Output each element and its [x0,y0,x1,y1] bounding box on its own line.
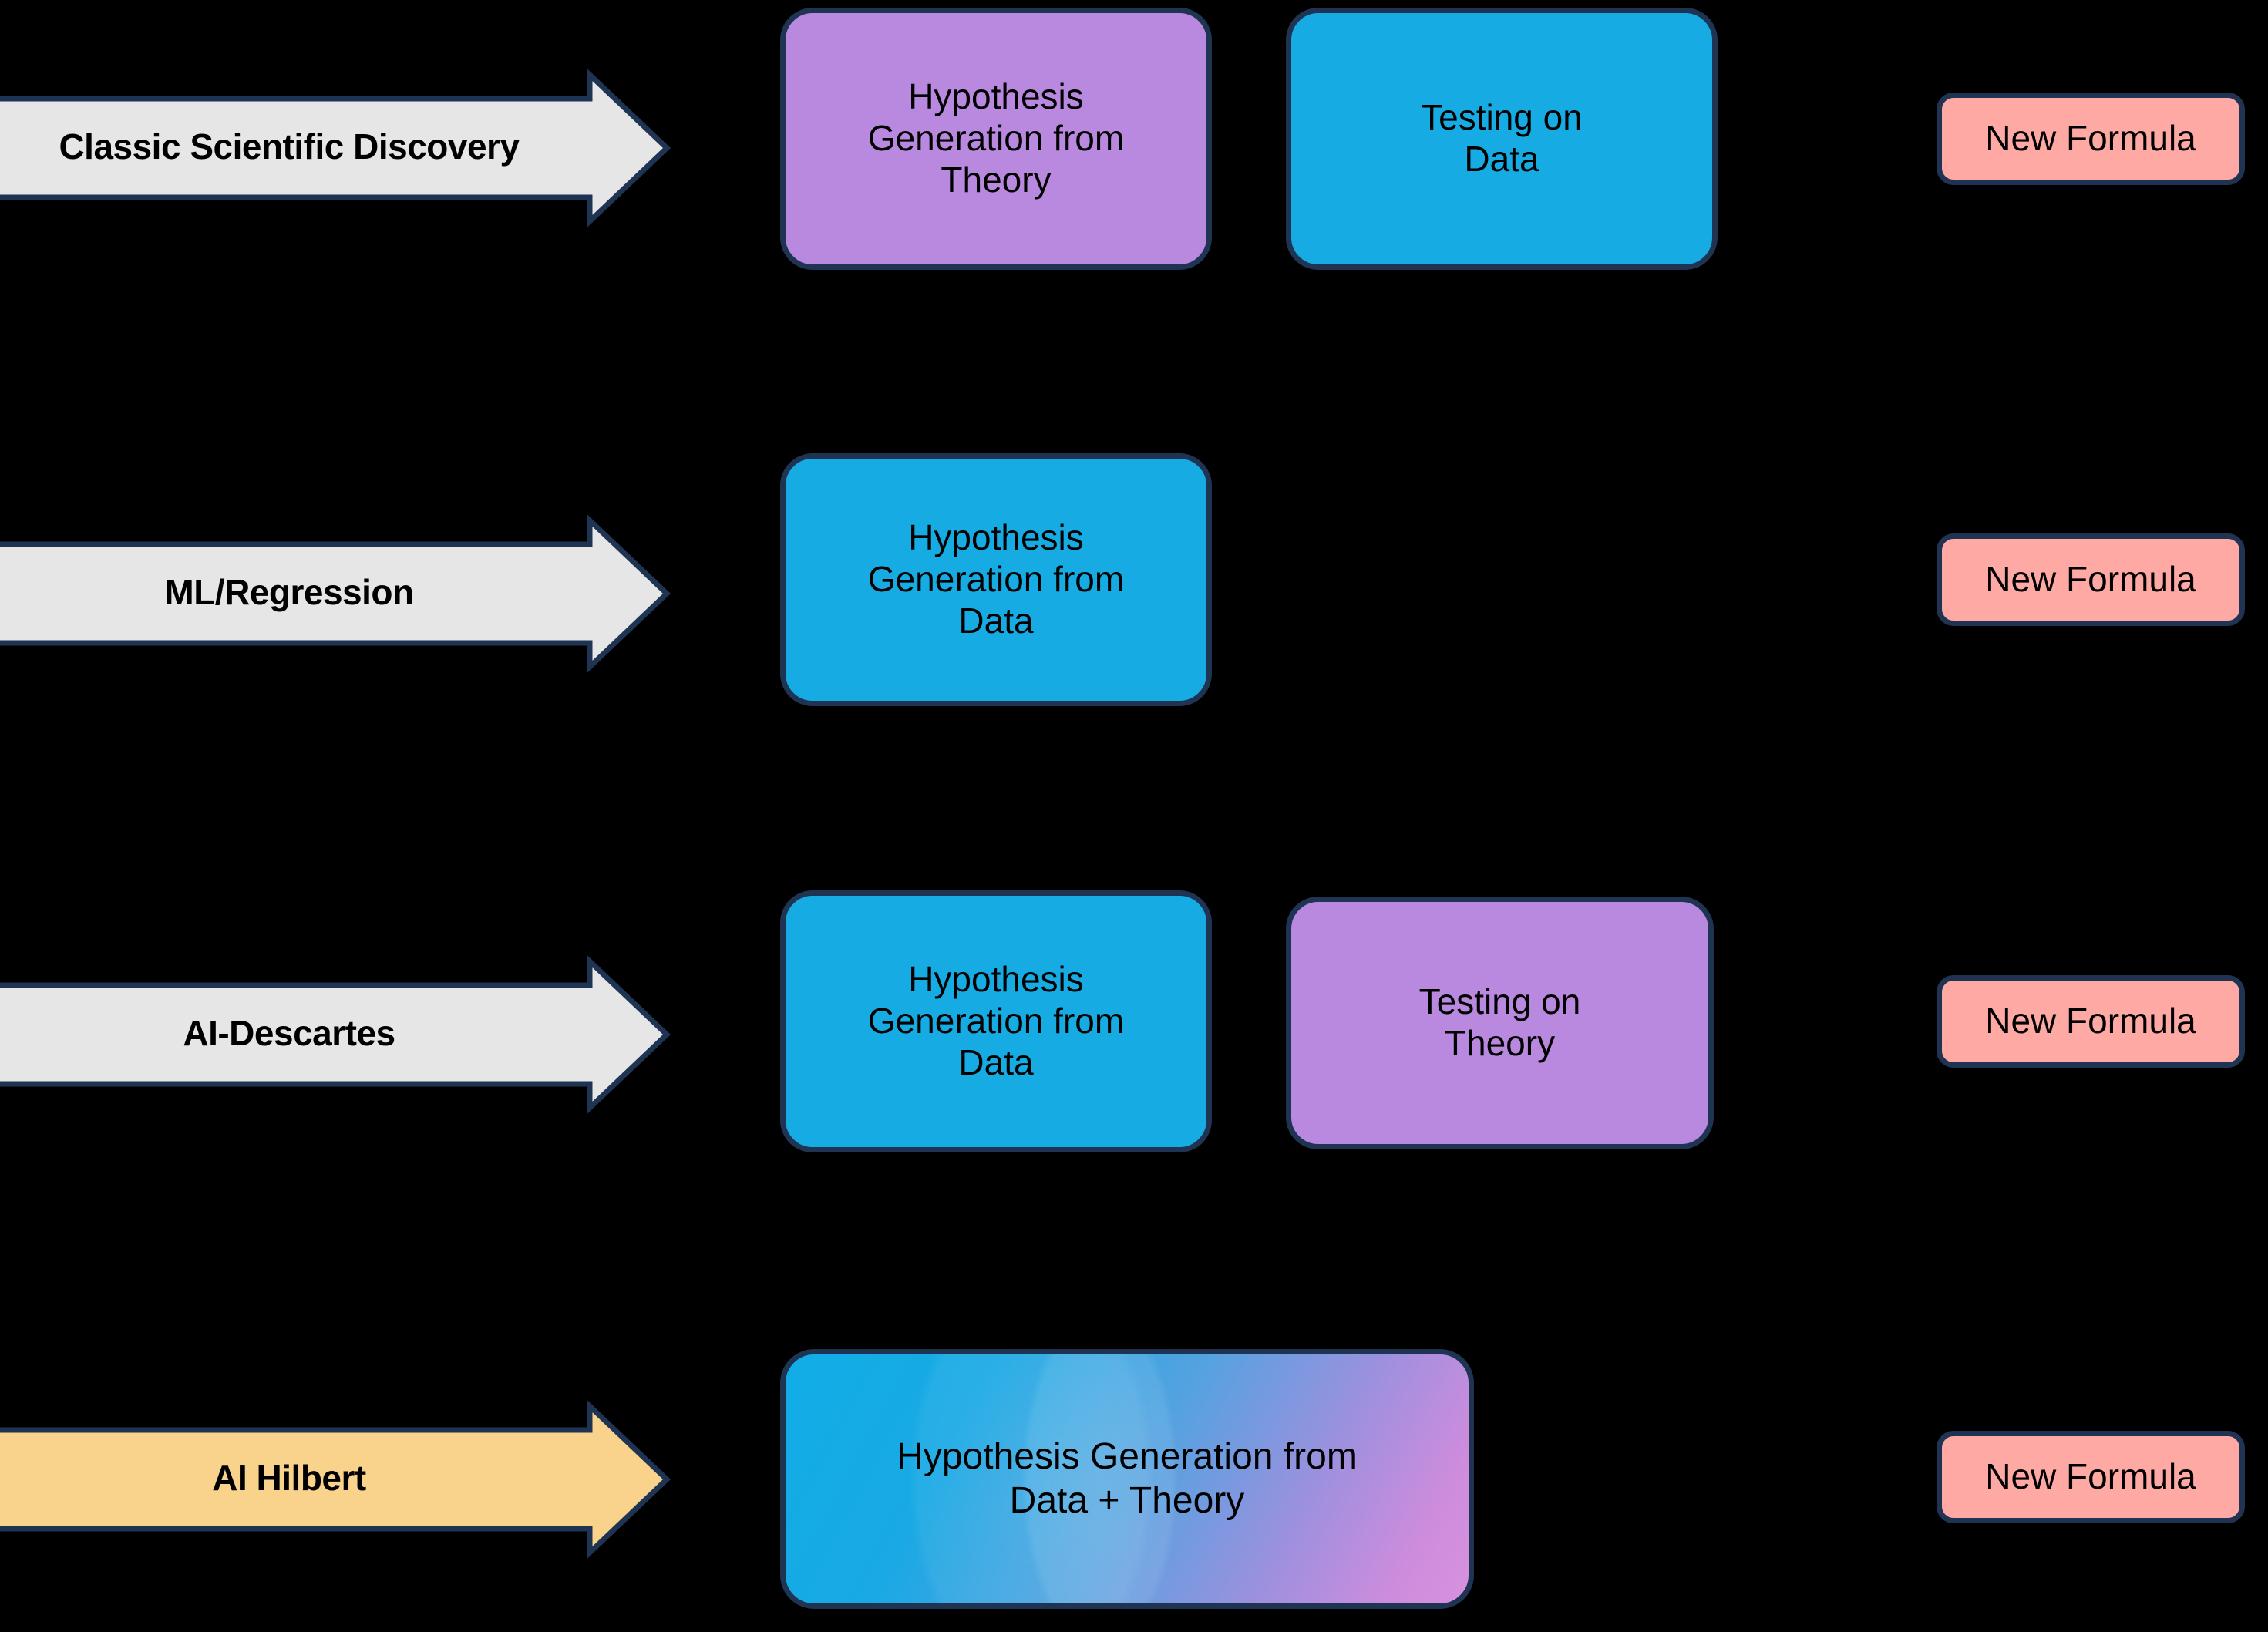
result-box-new-formula-row3: New Formula [1937,975,2245,1068]
result-box-label: New Formula [1985,559,2196,600]
stage-box-hypothesis-generation-from-data-row2: Hypothesis Generation from Data [780,453,1212,706]
stage-box-hypothesis-generation-from-data-and-theory: Hypothesis Generation from Data + Theory [780,1349,1474,1609]
result-box-new-formula-row4: New Formula [1937,1431,2245,1523]
arrow-ai-descartes [0,954,678,1115]
stage-box-label: Hypothesis Generation from Data + Theory [897,1436,1358,1521]
arrow-ai-hilbert [0,1399,678,1560]
stage-box-label: Hypothesis Generation from Data [867,959,1125,1082]
result-box-new-formula-row1: New Formula [1937,93,2245,185]
stage-box-hypothesis-generation-from-data-row3: Hypothesis Generation from Data [780,890,1212,1152]
arrow-label-ai-hilbert: AI Hilbert [212,1458,366,1498]
stage-box-label: Testing on Data [1421,97,1583,179]
stage-box-hypothesis-generation-from-theory: Hypothesis Generation from Theory [780,8,1212,270]
block-arrow-shape [0,513,671,674]
arrow-classic-scientific-discovery [0,68,678,228]
block-arrow-shape [0,68,671,228]
stage-box-label: Hypothesis Generation from Theory [867,76,1125,200]
result-box-new-formula-row2: New Formula [1937,533,2245,626]
result-box-label: New Formula [1985,118,2196,159]
arrow-ml-regression [0,513,678,674]
block-arrow-shape [0,1399,671,1560]
stage-box-label: Testing on Theory [1418,981,1581,1063]
stage-box-testing-on-theory: Testing on Theory [1286,897,1714,1149]
stage-box-testing-on-data: Testing on Data [1286,8,1718,270]
result-box-label: New Formula [1985,1456,2196,1497]
arrow-label-ml-regression: ML/Regression [164,572,414,612]
stage-box-label: Hypothesis Generation from Data [867,517,1125,641]
arrow-label-classic-scientific-discovery: Classic Scientific Discovery [59,126,520,167]
result-box-label: New Formula [1985,1001,2196,1041]
block-arrow-shape [0,954,671,1115]
arrow-label-ai-descartes: AI-Descartes [183,1013,395,1053]
